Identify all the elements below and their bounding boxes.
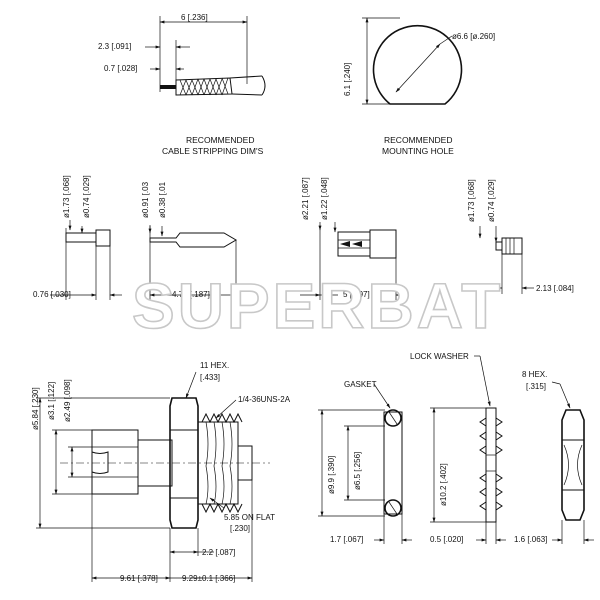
main-flat-2: [.230] (230, 524, 250, 533)
main-len-a: 2.2 [.087] (202, 548, 235, 557)
nut-thickness: 1.6 [.063] (514, 535, 547, 544)
strip-heading-1: RECOMMENDED (186, 135, 254, 145)
part1-dia-b: ø0.74 [.029] (82, 175, 91, 218)
gasket-thickness: 1.7 [.067] (330, 535, 363, 544)
gasket-outer-dia: ø9.9 [.390] (327, 456, 336, 494)
part3-dia-b: ø1.22 [.048] (320, 177, 329, 220)
gasket-inner-dia: ø6.5 [.256] (353, 452, 362, 490)
part3-length-dim: 5 [.197] (343, 290, 370, 299)
hole-heading-2: MOUNTING HOLE (382, 146, 454, 156)
part2-dia-b: ø0.38 [.01 (158, 181, 167, 218)
part4-dia-b: ø0.74 [.029] (487, 179, 496, 222)
main-len-c: 9.29±0.1 [.366] (182, 574, 235, 583)
washer-label: LOCK WASHER (410, 352, 469, 361)
hole-flat-dim: 6.1 [.240] (343, 63, 352, 96)
strip-heading-2: CABLE STRIPPING DIM'S (162, 146, 264, 156)
gasket-view: ø9.9 [.390] ø6.5 [.256] GASKET 1.7 [.067… (318, 380, 412, 544)
strip-dim-2-3: 2.3 [.091] (98, 42, 131, 51)
mounting-hole-view: ø6.6 [ø.260] 6.1 [.240] RECOMMENDED MOUN… (343, 17, 495, 156)
gasket-label: GASKET (344, 380, 377, 389)
main-len-b: 9.61 [.378] (120, 574, 158, 583)
lock-washer-view: LOCK WASHER ø10.2 [.402] 0.5 [.020] (410, 352, 506, 544)
part1-length-dim: 0.76 [.030] (33, 290, 71, 299)
hole-heading-1: RECOMMENDED (384, 135, 452, 145)
socket-contact-part-3: 5 [.197] ø2.21 [.087] ø1.22 [.048] (300, 177, 404, 300)
cable-stripping-view: 6 [.236] 2.3 [.091] 0.7 [.028] RECOMMEND… (98, 13, 266, 156)
nut-hex-1: 8 HEX. (522, 370, 547, 379)
hole-outline (372, 24, 463, 105)
hex-nut-view: 8 HEX. [.315] 1.6 [.063] (514, 370, 594, 544)
strip-overall-dim: 6 [.236] (181, 13, 208, 22)
part4-length-dim: 2.13 [.084] (536, 284, 574, 293)
watermark-text: SUPERBAT (132, 270, 503, 342)
main-thread-label: 1/4-36UNS-2A (238, 395, 291, 404)
main-hex-2: [.433] (200, 373, 220, 382)
main-dia-1: ø5.84 [.230] (31, 387, 40, 430)
insulator-part-4: 2.13 [.084] ø1.73 [.068] ø0.74 [.029] (467, 179, 574, 294)
strip-dim-0-7: 0.7 [.028] (104, 64, 137, 73)
main-dia-3: ø2.49 [.098] (63, 379, 72, 422)
part3-dia-a: ø2.21 [.087] (301, 177, 310, 220)
hole-diameter-dim: ø6.6 [ø.260] (452, 32, 495, 41)
nut-hex-2: [.315] (526, 382, 546, 391)
part2-dia-a: ø0.91 [.03 (141, 181, 150, 218)
main-dia-2: ø3.1 [.122] (47, 382, 56, 420)
part2-length-dim: 4.75 [.187] (172, 290, 210, 299)
connector-main-view: ø5.84 [.230] ø3.1 [.122] ø2.49 [.098] 11… (31, 361, 291, 583)
washer-dia: ø10.2 [.402] (439, 463, 448, 506)
main-hex-1: 11 HEX. (200, 361, 229, 370)
part4-dia-a: ø1.73 [.068] (467, 179, 476, 222)
center-pin-part-2: 4.75 [.187] ø0.91 [.03 ø0.38 [.01 (141, 181, 237, 300)
main-flat-1: 5.85 ON FLAT (224, 513, 275, 522)
stripped-cable (160, 75, 266, 96)
thread-teeth (201, 412, 243, 514)
part1-dia-a: ø1.73 [.068] (62, 175, 71, 218)
washer-thickness: 0.5 [.020] (430, 535, 463, 544)
center-pin-part-1: 0.76 [.030] ø1.73 [.068] ø0.74 [.029] (33, 175, 122, 300)
